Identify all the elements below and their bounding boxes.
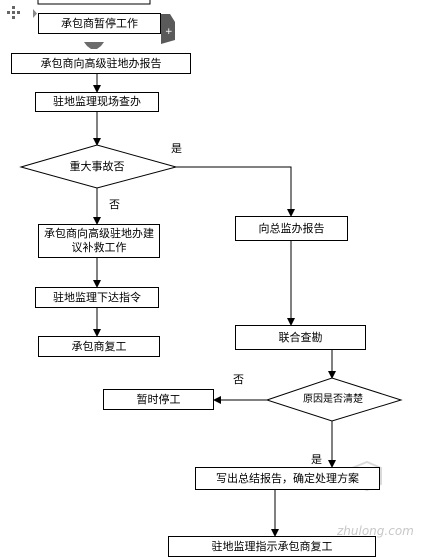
move-handle-icon [7,6,20,19]
side-tab-icon: + [161,14,175,44]
node-contractor-suggest-remedy: 承包商向高级驻地办建 议补救工作 [38,224,160,258]
svg-text:+: + [165,27,173,37]
edge-label-yes-cause: 是 [311,453,322,466]
top-partial-box [37,0,151,5]
decision-cause-clear-label: 原因是否清楚 [303,394,363,405]
node-temporary-stop: 暂时停工 [103,389,214,410]
arrow-yes-to-chief [176,166,295,217]
node-resident-instruct-resume: 驻地监理指示承包商复工 [168,536,376,557]
node-report-to-chief: 向总监办报告 [235,216,348,241]
node-resident-issue-order: 驻地监理下达指令 [35,287,159,308]
decision-major-accident-label: 重大事故否 [69,160,125,173]
decision-cause-clear [265,377,403,422]
node-contractor-report-office: 承包商向高级驻地办报告 [11,53,191,74]
node-write-summary-report: 写出总结报告，确定处理方案 [195,467,380,490]
node-contractor-resume-left: 承包商复工 [38,336,160,357]
edge-label-no-cause: 否 [233,373,244,386]
node-joint-investigation: 联合查勘 [235,325,366,350]
edge-label-yes-major: 是 [171,142,182,155]
node-resident-inspection: 驻地监理现场查办 [35,92,159,112]
node-contractor-suspend: 承包商暂停工作 [38,13,161,34]
expand-arrow-icon [33,9,37,18]
grey-arrow-head [84,42,104,49]
watermark-text: zhulong.com [337,524,414,538]
edge-label-no-major: 否 [109,198,120,211]
